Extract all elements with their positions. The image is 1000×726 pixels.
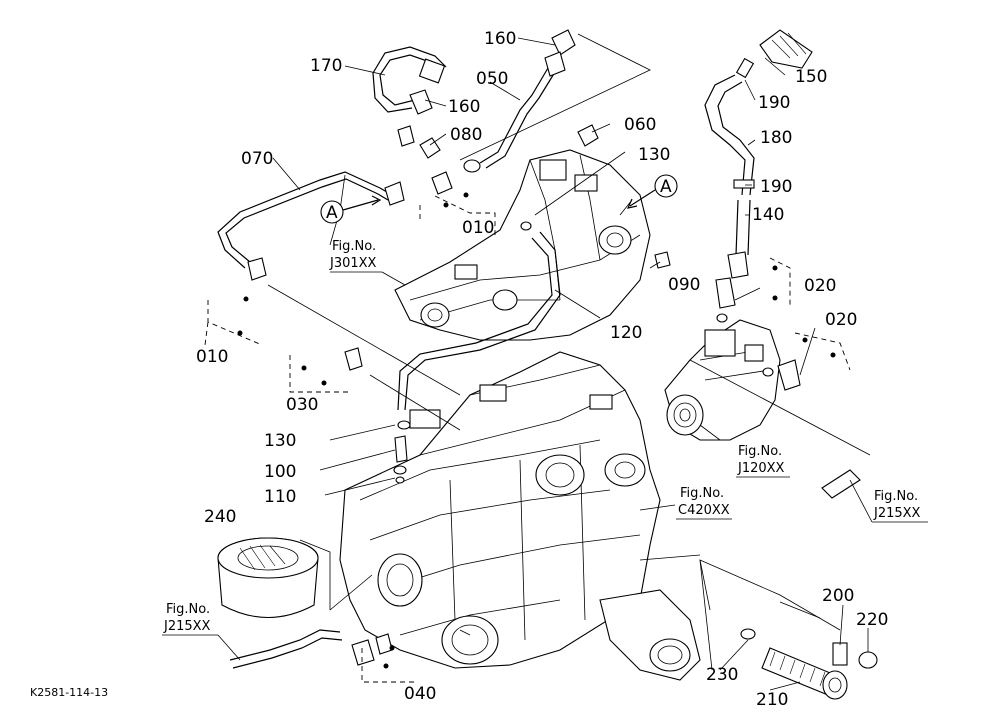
part-label-240: 240 [204, 507, 236, 527]
part-label-130-lower: 130 [264, 431, 296, 451]
part-label-150: 150 [795, 67, 827, 87]
leader-lines [267, 33, 871, 691]
part-label-180: 180 [760, 128, 792, 148]
part-label-010-upper: 010 [462, 218, 494, 238]
part-label-160-mid: 160 [448, 97, 480, 117]
part-labels: 160 170 050 160 080 060 130 070 010 090 … [196, 29, 888, 710]
part-label-210: 210 [756, 690, 788, 710]
fig-ref-j215xx-left-title: Fig.No. [166, 602, 210, 617]
part-label-200: 200 [822, 586, 854, 606]
callout-a-left-text: A [326, 203, 338, 223]
fig-ref-c420xx: Fig.No. C420XX [676, 486, 732, 520]
fig-ref-j120xx: Fig.No. J120XX [736, 444, 790, 478]
fig-ref-c420xx-title: Fig.No. [680, 486, 724, 501]
fig-ref-j215xx-left-number: J215XX [163, 619, 211, 634]
oil-filter [217, 537, 319, 618]
fig-ref-j120xx-number: J120XX [737, 461, 785, 476]
part-label-060: 060 [624, 115, 656, 135]
part-label-160-top: 160 [484, 29, 516, 49]
part-label-220: 220 [856, 610, 888, 630]
part-label-110: 110 [264, 487, 296, 507]
hydraulic-pump [664, 319, 781, 441]
part-label-100: 100 [264, 462, 296, 482]
diagram-code: K2581-114-13 [30, 686, 108, 699]
transmission-case [339, 351, 701, 681]
fig-ref-j215xx-right-number: J215XX [873, 506, 921, 521]
part-label-130-top: 130 [638, 145, 670, 165]
part-label-030: 030 [286, 395, 318, 415]
part-label-140: 140 [752, 205, 784, 225]
group-brackets [204, 192, 851, 683]
part-label-020-upper: 020 [804, 276, 836, 296]
fig-ref-j215xx-left: Fig.No. J215XX [162, 602, 241, 661]
part-label-090: 090 [668, 275, 700, 295]
callout-a-right: A [626, 174, 678, 209]
part-label-020-lower: 020 [825, 310, 857, 330]
part-label-170: 170 [310, 56, 342, 76]
fig-ref-j301xx-title: Fig.No. [332, 239, 376, 254]
part-label-070: 070 [241, 149, 273, 169]
callout-a-left: A [320, 195, 382, 224]
fig-ref-j301xx: Fig.No. J301XX [329, 239, 406, 286]
strainer-assembly [740, 628, 878, 700]
part-label-190-top: 190 [758, 93, 790, 113]
fig-ref-j120xx-title: Fig.No. [738, 444, 782, 459]
part-label-050: 050 [476, 69, 508, 89]
fig-ref-j215xx-right: Fig.No. J215XX [849, 479, 928, 523]
pipes [217, 46, 755, 669]
fig-ref-j215xx-right-title: Fig.No. [874, 489, 918, 504]
fig-ref-j301xx-number: J301XX [329, 256, 377, 271]
part-label-230: 230 [706, 665, 738, 685]
part-label-010-lower: 010 [196, 347, 228, 367]
fig-ref-c420xx-number: C420XX [678, 503, 730, 518]
part-label-190-mid: 190 [760, 177, 792, 197]
part-label-080: 080 [450, 125, 482, 145]
part-label-040: 040 [404, 684, 436, 704]
part-label-120: 120 [610, 323, 642, 343]
callout-a-right-text: A [660, 177, 672, 197]
upper-housing [394, 149, 651, 341]
fittings [247, 29, 861, 666]
